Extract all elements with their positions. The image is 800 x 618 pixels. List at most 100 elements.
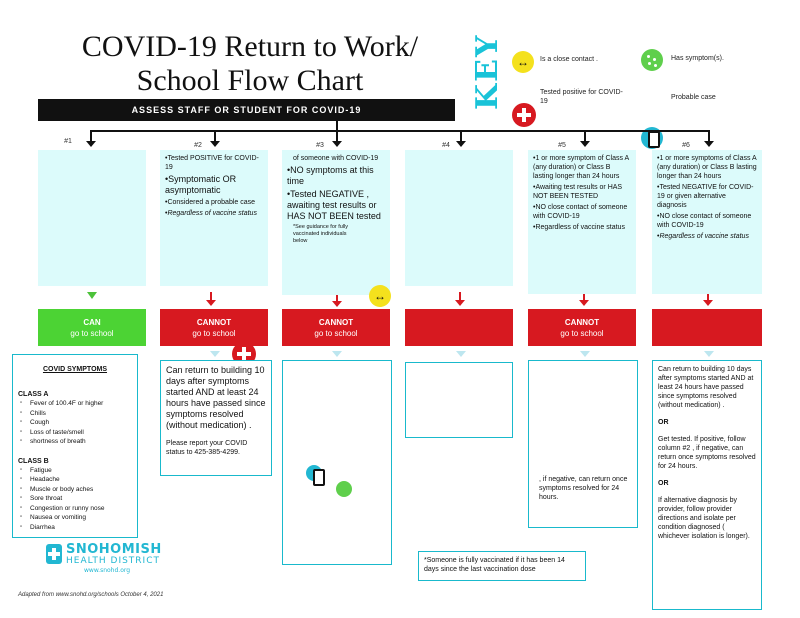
close-contact-icon: ↔ [512, 51, 534, 73]
cannot-go-to-school-6 [652, 309, 762, 346]
symptom-item: Headache [18, 475, 132, 485]
probable-case-icon [306, 465, 325, 486]
arrow-2 [210, 141, 220, 147]
symptom-item: Muscle or body aches [18, 485, 132, 495]
column-number-5: #5 [558, 142, 566, 149]
symptoms-title: COVID SYMPTOMS [42, 366, 108, 373]
criteria-3-tested: Tested NEGATIVE , awaiting test results … [287, 189, 385, 222]
assess-banner: ASSESS STAFF OR STUDENT FOR COVID-19 [38, 99, 455, 121]
arrow-down-2 [210, 292, 212, 302]
sub-arrow-5 [580, 351, 590, 357]
class-b-heading: CLASS B [18, 457, 49, 465]
outcome-box-2: Can return to building 10 days after sym… [160, 360, 272, 476]
criteria-2-vaccine: Regardless of vaccine status [167, 210, 257, 217]
decision-sub: go to school [314, 328, 358, 338]
arrow-head-4 [455, 300, 465, 306]
column-number-4: #4 [442, 142, 450, 149]
criteria-2-positive: Tested POSITIVE for COVID-19 [165, 154, 263, 172]
column-number-2: #2 [194, 142, 202, 149]
symptom-item: shortness of breath [18, 437, 132, 447]
branch-2 [214, 131, 216, 141]
adapted-footer: Adapted from www.snohd.org/schools Octob… [18, 592, 164, 598]
criteria-6-no-contact: NO close contact of someone with COVID-1… [657, 212, 757, 230]
probable-case-icon [641, 127, 663, 149]
key-tested-text: Tested positive for COVID-19 [540, 89, 623, 105]
symptom-item: Nausea or vomiting [18, 513, 132, 523]
arrow-head-5 [579, 300, 589, 306]
decision-label: CANNOT [196, 317, 232, 327]
symptom-item: Fatigue [18, 466, 132, 476]
arrow-3 [332, 141, 342, 147]
outcome-2-return: Can return to building 10 days after sym… [166, 365, 266, 430]
page-title: COVID-19 Return to Work/ School Flow Cha… [81, 30, 419, 97]
vaccinated-note: *Someone is fully vaccinated if it has b… [418, 551, 586, 581]
criteria-6-negative: Tested NEGATIVE for COVID-19 or given al… [657, 183, 757, 210]
cannot-go-to-school-5: CANNOT go to school [528, 309, 636, 346]
can-go-to-school: CAN go to school [38, 309, 146, 346]
decision-sub: go to school [192, 328, 236, 338]
arrow-5 [580, 141, 590, 147]
close-contact-icon: ↔ [369, 285, 391, 307]
key-symptoms-text: Has symptom(s). [671, 55, 724, 62]
snohomish-logo-icon [44, 542, 64, 566]
criteria-5-symptom: 1 or more symptom of Class A (any durati… [533, 154, 631, 181]
arrow-down-4 [459, 292, 461, 302]
decision-label: CANNOT [564, 317, 600, 327]
column-number-6: #6 [682, 142, 690, 149]
outcome-6-or-2: OR [658, 480, 669, 487]
logo-name: SNOHOMISH [66, 542, 162, 557]
criteria-6-symptom: 1 or more symptoms of Class A (any durat… [657, 154, 757, 181]
criteria-5-awaiting: Awaiting test results or HAS NOT BEEN TE… [533, 183, 631, 201]
arrow-4 [456, 141, 466, 147]
branch-1 [90, 131, 92, 141]
criteria-5-vaccine: Regardless of vaccine status [533, 223, 631, 232]
logo-url: www.snohd.org [84, 567, 131, 574]
sub-arrow-3 [332, 351, 342, 357]
outcome-box-4 [405, 362, 513, 438]
criteria-2-symptomatic: Symptomatic OR asymptomatic [165, 174, 263, 196]
decision-sub: go to school [560, 328, 604, 338]
outcome-box-6: Can return to building 10 days after sym… [652, 360, 762, 610]
column-number-1: #1 [64, 138, 72, 145]
criteria-box-1 [38, 150, 146, 286]
class-a-heading: CLASS A [18, 391, 49, 398]
outcome-6-alt: If alternative diagnosis by provider, fo… [658, 497, 750, 540]
arrow-head-2 [206, 300, 216, 306]
key-label: KEY [470, 33, 505, 110]
criteria-box-3: of someone with COVID-19 NO symptoms at … [282, 150, 390, 295]
arrow-head-6 [703, 300, 713, 306]
decision-label: CANNOT [318, 317, 354, 327]
decision-sub: go to school [70, 328, 114, 338]
criteria-box-5: 1 or more symptom of Class A (any durati… [528, 150, 636, 294]
arrow-6 [704, 141, 714, 147]
symptom-item: Loss of taste/smell [18, 428, 132, 438]
logo-sub: HEALTH DISTRICT [66, 556, 160, 566]
criteria-box-2: Tested POSITIVE for COVID-19 Symptomatic… [160, 150, 268, 286]
banner-connector [336, 121, 338, 131]
arrow-down-5 [583, 294, 585, 302]
arrow-head-3 [332, 301, 342, 307]
tested-positive-icon [512, 103, 536, 127]
criteria-box-6: 1 or more symptoms of Class A (any durat… [652, 150, 762, 294]
cannot-go-to-school-4 [405, 309, 513, 346]
criteria-6-vaccine: Regardless of vaccine status [659, 233, 749, 240]
key-contact-text: Is a close contact . [540, 56, 598, 63]
arrow-down-6 [707, 294, 709, 302]
outcome-6-return: Can return to building 10 days after sym… [658, 366, 754, 409]
symptom-item: Cough [18, 418, 132, 428]
sub-arrow-6 [704, 351, 714, 357]
outcome-2-report: Please report your COVID status to 425-3… [166, 440, 248, 456]
arrow-1 [86, 141, 96, 147]
criteria-3-no-symptoms: NO symptoms at this time [287, 165, 385, 187]
branch-3 [336, 131, 338, 141]
cannot-go-to-school-3: CANNOT go to school [282, 309, 390, 346]
key-probable-text: Probable case [671, 94, 716, 101]
symptoms-icon [641, 49, 663, 71]
cannot-go-to-school-2: CANNOT go to school [160, 309, 268, 346]
branch-line [90, 130, 710, 132]
outcome-6-test: Get tested. If positive, follow column #… [658, 436, 756, 470]
symptom-item: Congestion or runny nose [18, 504, 132, 514]
criteria-box-4 [405, 150, 513, 286]
criteria-3-contact: of someone with COVID-19 [293, 155, 379, 162]
branch-4 [460, 131, 462, 141]
